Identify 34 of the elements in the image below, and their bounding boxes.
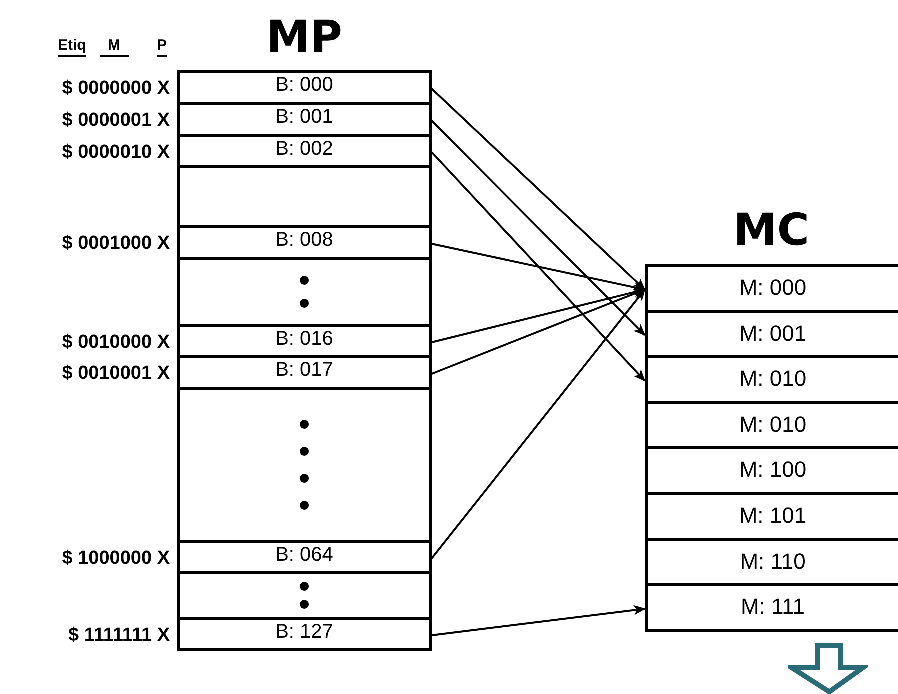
memory-row: M: 000 <box>645 267 898 313</box>
arrow <box>431 88 646 291</box>
arrow <box>431 289 646 560</box>
memory-row: B: 008 <box>177 228 432 260</box>
memory-title: MC <box>733 208 810 252</box>
memory-row: B: 016 <box>177 327 432 358</box>
memory-row: M: 101 <box>645 494 898 541</box>
memory-row: M: 111 <box>645 586 898 632</box>
column-header: P <box>157 38 168 56</box>
memory-row: M: 010 <box>645 358 898 404</box>
memory-row: M: 010 <box>645 404 898 450</box>
memory-row: M: 100 <box>645 449 898 495</box>
address-label: $ 0010001 X <box>62 363 170 385</box>
column-header: Etiq <box>58 38 86 56</box>
address-label: $ 1000000 X <box>62 548 170 570</box>
memory-title: MP <box>266 16 343 60</box>
memory-row: B: 064 <box>177 543 432 574</box>
address-label: $ 1111111 X <box>68 624 170 646</box>
column-header: M <box>100 38 128 56</box>
memory-row: M: 001 <box>645 312 898 358</box>
memory-row: B: 001 <box>177 105 432 137</box>
arrow <box>431 120 646 336</box>
memory-row: B: 000 <box>177 73 432 105</box>
address-label: $ 0010000 X <box>62 332 170 354</box>
address-label: $ 0000001 X <box>62 110 170 132</box>
address-label: $ 0000000 X <box>62 78 170 100</box>
arrow <box>431 152 646 382</box>
memory-row: B: 127 <box>177 620 432 651</box>
address-label: $ 0000010 X <box>62 142 170 164</box>
address-label: $ 0001000 X <box>62 233 170 255</box>
memory-row: M: 110 <box>645 540 898 586</box>
memory-row: B: 002 <box>177 137 432 168</box>
arrow <box>432 605 646 636</box>
memory-row: B: 017 <box>177 358 432 390</box>
